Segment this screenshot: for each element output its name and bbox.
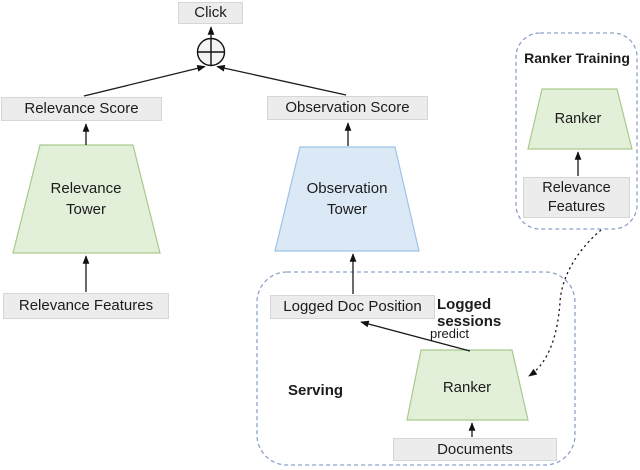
training-relevance-features-box: Relevance Features [523,177,630,218]
logged-doc-position-box: Logged Doc Position [270,295,435,319]
training-ranker-shape [527,88,633,150]
serving-ranker-label: Ranker [442,379,492,396]
observation-tower-shape [274,146,420,252]
arrow-observation-score-to-combine [216,64,347,96]
relevance-tower-shape [12,144,161,254]
serving-label: Serving [288,382,344,399]
serving-panel-border [256,271,576,466]
ranker-training-panel-border [515,32,638,230]
logged-sessions-label: Logged sessions [437,296,502,330]
serving-ranker-shape [406,349,529,421]
relevance-features-box: Relevance Features [3,293,169,319]
arrow-relevance-score-to-combine [83,65,206,97]
observation-score-box: Observation Score [267,96,428,120]
arrow-ranker-predict-to-logged-doc-position [360,320,471,352]
relevance-tower-label: Relevance Tower [50,180,122,218]
click-box: Click [178,2,243,24]
observation-tower-label: Observation Tower [306,180,388,218]
predict-edge-label: predict [430,326,470,341]
relevance-score-box: Relevance Score [1,97,162,121]
ranker-training-title: Ranker Training [524,50,630,66]
training-relevance-features-label: Relevance Features [542,179,611,215]
documents-box: Documents [393,438,557,461]
plus-combine-icon [196,37,226,67]
training-ranker-label: Ranker [554,111,602,127]
